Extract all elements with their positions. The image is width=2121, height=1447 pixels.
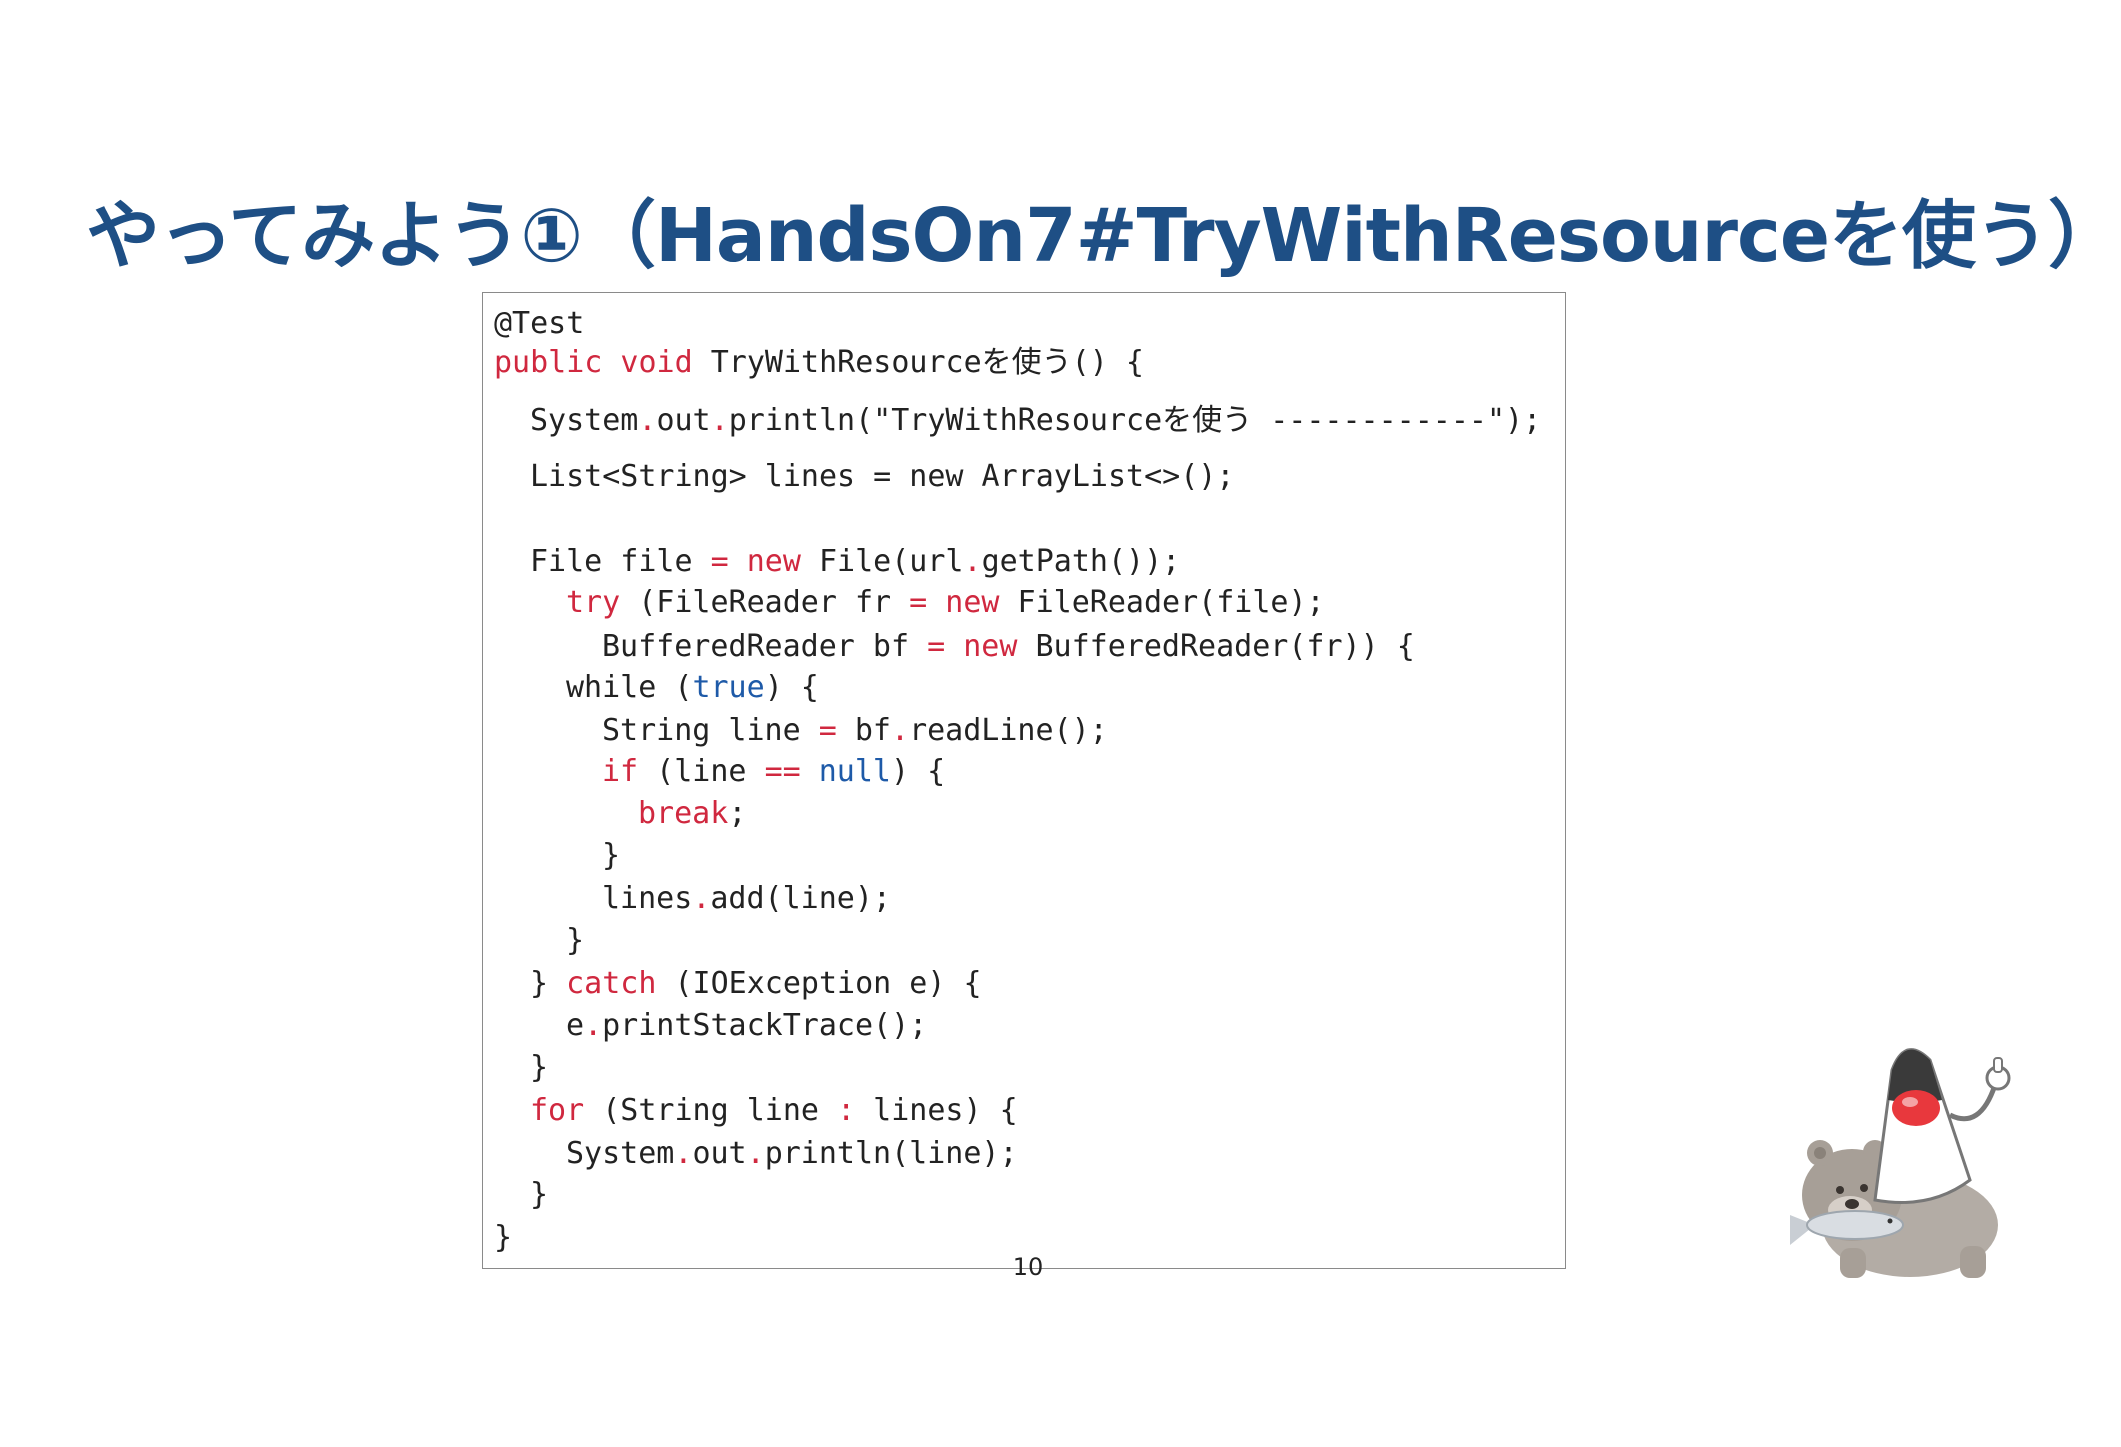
code-line: } catch (IOException e) { <box>530 964 982 1004</box>
code-token: readLine(); <box>909 713 1108 748</box>
code-token: == <box>764 754 801 789</box>
code-token: try <box>566 585 621 620</box>
code-token: . <box>746 1136 765 1171</box>
code-line: BufferedReader bf = new BufferedReader(f… <box>602 627 1415 667</box>
code-token: if <box>602 754 639 789</box>
code-line: while (true) { <box>566 668 819 708</box>
code-token: ) { <box>891 754 946 789</box>
code-token: } <box>530 1177 549 1212</box>
code-token: getPath()); <box>981 544 1181 579</box>
code-token: lines <box>602 881 693 916</box>
code-token: bf <box>836 713 891 748</box>
code-token: (IOException e) { <box>656 966 982 1001</box>
code-line: public void TryWithResourceを使う() { <box>494 343 1144 383</box>
code-token: println("TryWithResourceを使う ------------… <box>728 403 1542 438</box>
code-token <box>927 585 945 620</box>
code-token: ) { <box>764 670 819 705</box>
code-token: catch <box>566 966 657 1001</box>
code-token: : <box>837 1093 856 1128</box>
code-token: e <box>566 1008 585 1043</box>
code-token: new <box>963 629 1018 664</box>
code-token: System <box>530 403 639 438</box>
code-token: new <box>945 585 1000 620</box>
code-line: e.printStackTrace(); <box>566 1006 927 1046</box>
duke-bear-mascot-icon <box>1790 1048 2011 1278</box>
code-token: } <box>566 923 585 958</box>
code-token: List<String> lines = new ArrayList<>(); <box>530 459 1235 494</box>
code-line: } <box>602 836 620 876</box>
code-token: . <box>638 403 657 438</box>
code-token: public void <box>494 345 693 380</box>
code-token <box>945 629 963 664</box>
code-token: add(line); <box>710 881 891 916</box>
code-token: println(line); <box>764 1136 1018 1171</box>
code-block: @Test public void TryWithResourceを使う() {… <box>482 292 1566 1269</box>
code-token: } <box>494 1220 513 1255</box>
code-line: try (FileReader fr = new FileReader(file… <box>566 583 1325 623</box>
code-token: (String line <box>584 1093 838 1128</box>
code-token: for <box>530 1093 585 1128</box>
code-line: System.out.println("TryWithResourceを使う -… <box>530 401 1541 441</box>
code-token: . <box>692 881 711 916</box>
code-token: null <box>818 754 891 789</box>
code-token: out <box>692 1136 747 1171</box>
code-token: String line <box>602 713 819 748</box>
code-line: if (line == null) { <box>602 752 945 792</box>
code-token: true <box>692 670 765 705</box>
code-line: File file = new File(url.getPath()); <box>530 542 1180 582</box>
code-line: @Test <box>494 304 584 344</box>
code-token: out <box>656 403 711 438</box>
code-token: = <box>710 544 729 579</box>
page-number: 10 <box>1012 1253 1044 1281</box>
code-token: @Test <box>494 306 585 341</box>
code-token: FileReader(file); <box>999 585 1325 620</box>
code-token: . <box>584 1008 603 1043</box>
code-token: BufferedReader(fr)) { <box>1017 629 1415 664</box>
code-token: TryWithResourceを使う() { <box>692 345 1144 380</box>
code-token: . <box>891 713 910 748</box>
code-token <box>801 754 819 789</box>
code-token: BufferedReader bf <box>602 629 928 664</box>
slide: やってみよう①（HandsOn7#TryWithResourceを使う） @Te… <box>86 193 2121 1281</box>
code-token: . <box>674 1136 693 1171</box>
code-line: String line = bf.readLine(); <box>602 711 1108 751</box>
code-line: break; <box>638 794 746 834</box>
code-line: for (String line : lines) { <box>530 1091 1018 1131</box>
code-token: File file <box>530 544 711 579</box>
code-token: = <box>927 629 946 664</box>
code-line: lines.add(line); <box>602 879 891 919</box>
code-token: File(url <box>800 544 964 579</box>
code-token: } <box>602 838 621 873</box>
code-token: ; <box>728 796 747 831</box>
slide-title: やってみよう①（HandsOn7#TryWithResourceを使う） <box>86 193 2121 279</box>
code-token: (line <box>638 754 765 789</box>
code-token: = <box>909 585 928 620</box>
code-token <box>729 544 747 579</box>
code-line: } <box>530 1048 548 1088</box>
code-token: } <box>530 966 567 1001</box>
code-line: } <box>566 921 584 961</box>
code-token: lines) { <box>855 1093 1018 1128</box>
code-token: } <box>530 1050 549 1085</box>
code-token: System <box>566 1136 675 1171</box>
code-line: } <box>530 1175 548 1215</box>
code-line: } <box>494 1218 512 1258</box>
code-token: . <box>963 544 982 579</box>
code-token: . <box>710 403 729 438</box>
code-token: while ( <box>566 670 693 705</box>
code-token: (FileReader fr <box>620 585 910 620</box>
code-line: List<String> lines = new ArrayList<>(); <box>530 457 1234 497</box>
code-line: System.out.println(line); <box>566 1134 1018 1174</box>
code-token: printStackTrace(); <box>602 1008 928 1043</box>
code-token: new <box>746 544 801 579</box>
code-token: break <box>638 796 729 831</box>
code-token: = <box>818 713 837 748</box>
